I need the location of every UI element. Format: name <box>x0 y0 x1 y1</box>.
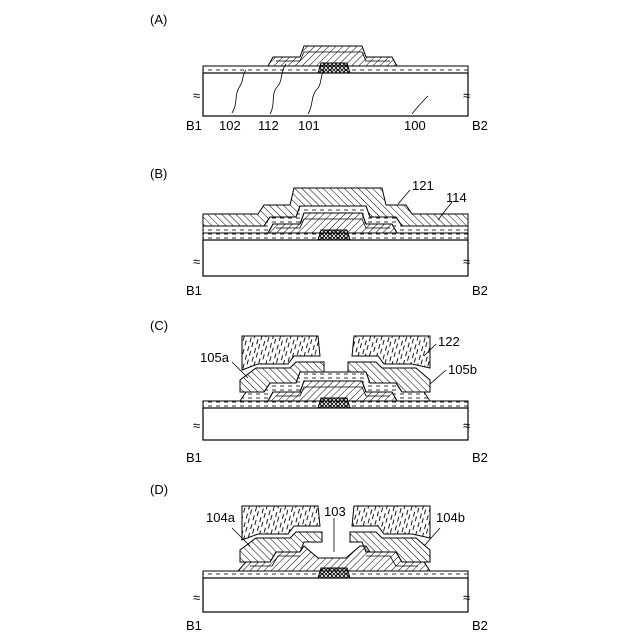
panel-d-label: (D) <box>150 482 168 497</box>
callout-102: 102 <box>219 118 241 133</box>
edge-label-b1: B1 <box>186 618 202 633</box>
edge-label-b2: B2 <box>472 618 488 633</box>
edge-label-b1: B1 <box>186 283 202 298</box>
callout-105a: 105a <box>200 350 230 365</box>
substrate <box>203 578 468 612</box>
callout-104b: 104b <box>436 510 465 525</box>
svg-text:≈: ≈ <box>463 254 470 269</box>
callout-112: 112 <box>258 118 279 133</box>
callout-104a: 104a <box>206 510 236 525</box>
svg-text:≈: ≈ <box>463 590 470 605</box>
callout-105b: 105b <box>448 362 477 377</box>
break-symbol-left: ≈ <box>193 88 200 103</box>
callout-103: 103 <box>324 504 346 519</box>
callout-101: 101 <box>298 118 320 133</box>
svg-text:≈: ≈ <box>193 590 200 605</box>
callout-121: 121 <box>412 178 434 193</box>
callout-114: 114 <box>446 190 467 205</box>
substrate <box>203 408 468 440</box>
svg-text:≈: ≈ <box>193 254 200 269</box>
callout-100: 100 <box>404 118 426 133</box>
edge-label-b2: B2 <box>472 283 488 298</box>
svg-text:≈: ≈ <box>193 418 200 433</box>
break-symbol-right: ≈ <box>463 88 470 103</box>
callout-122: 122 <box>438 334 460 349</box>
edge-label-b2: B2 <box>472 450 488 465</box>
svg-text:≈: ≈ <box>463 418 470 433</box>
panel-a: (A) ≈ ≈ 102 112 101 100 B1 B2 <box>150 12 488 133</box>
edge-label-b1: B1 <box>186 450 202 465</box>
substrate <box>203 240 468 276</box>
semiconductor-112 <box>268 46 397 66</box>
panel-b: (B) ≈ ≈ 121 114 B1 B2 <box>150 166 488 298</box>
panel-b-label: (B) <box>150 166 167 181</box>
edge-label-b1: B1 <box>186 118 202 133</box>
panel-a-label: (A) <box>150 12 167 27</box>
panel-c: (C) ≈ ≈ 105a 122 105b B1 B2 <box>150 318 488 465</box>
edge-label-b2: B2 <box>472 118 488 133</box>
panel-d: (D) ≈ ≈ 104a 103 104b B1 B2 <box>150 482 488 633</box>
panel-c-label: (C) <box>150 318 168 333</box>
